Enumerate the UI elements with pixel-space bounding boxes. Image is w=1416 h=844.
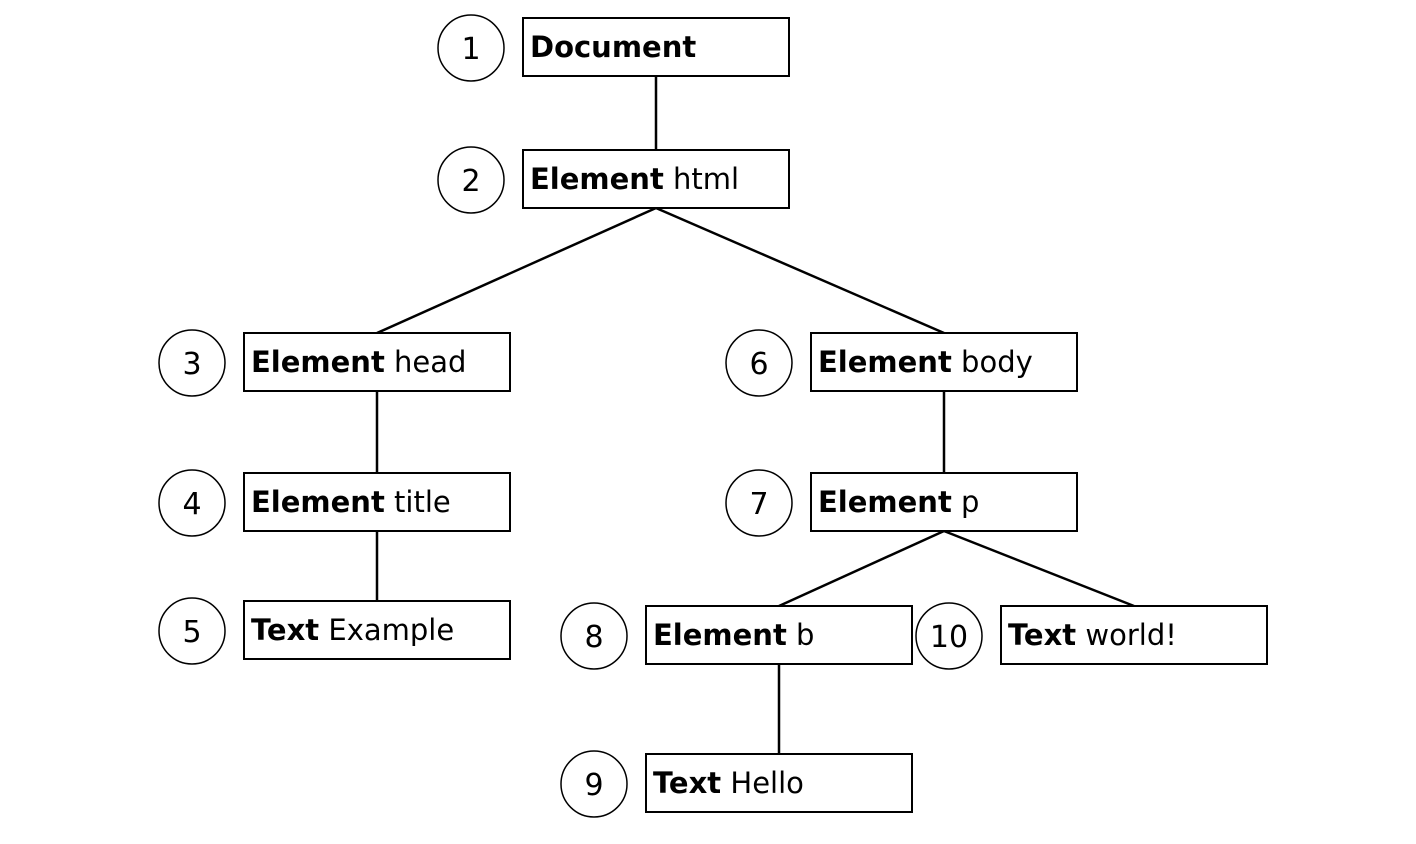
node-number: 9 bbox=[584, 768, 603, 803]
node-type: Element bbox=[251, 485, 385, 519]
node-number-badge: 3 bbox=[158, 329, 226, 397]
node-box: Element head bbox=[243, 332, 511, 392]
node-number-badge: 5 bbox=[158, 597, 226, 665]
badge-circle bbox=[725, 329, 793, 397]
badge-circle bbox=[437, 146, 505, 214]
node-number: 2 bbox=[461, 164, 480, 199]
tree-node-4: 4 Element title bbox=[158, 469, 511, 537]
node-type: Element bbox=[818, 345, 952, 379]
node-number-badge: 4 bbox=[158, 469, 226, 537]
node-number: 1 bbox=[461, 32, 480, 67]
node-number: 5 bbox=[182, 615, 201, 650]
node-number: 7 bbox=[749, 487, 768, 522]
tree-node-8: 8 Element b bbox=[560, 602, 913, 670]
node-value: world! bbox=[1076, 618, 1177, 652]
edge-2-to-3 bbox=[376, 206, 657, 335]
node-type: Element bbox=[653, 618, 787, 652]
node-value: Example bbox=[319, 613, 454, 647]
node-box-rect bbox=[522, 149, 790, 209]
node-type: Text bbox=[251, 613, 319, 647]
tree-node-1: 1 Document bbox=[437, 14, 790, 82]
tree-node-5: 5 Text Example bbox=[158, 597, 511, 665]
badge-circle bbox=[158, 597, 226, 665]
node-number-badge: 7 bbox=[725, 469, 793, 537]
node-box: Text world! bbox=[1000, 605, 1268, 665]
badge-circle bbox=[158, 469, 226, 537]
badge-circle bbox=[915, 602, 983, 670]
node-number-badge: 8 bbox=[560, 602, 628, 670]
node-number-badge: 10 bbox=[915, 602, 983, 670]
badge-circle bbox=[560, 750, 628, 818]
node-value: p bbox=[952, 485, 980, 519]
node-value: title bbox=[385, 485, 451, 519]
edge-7-to-8 bbox=[778, 529, 945, 608]
node-value: head bbox=[385, 345, 467, 379]
node-box: Element html bbox=[522, 149, 790, 209]
node-number: 6 bbox=[749, 347, 768, 382]
node-value: Hello bbox=[721, 766, 804, 800]
tree-node-3: 3 Element head bbox=[158, 329, 511, 397]
node-box-rect bbox=[810, 472, 1078, 532]
tree-node-10: 10 Text world! bbox=[915, 602, 1268, 670]
node-label: Text Hello bbox=[653, 766, 804, 800]
badge-circle bbox=[158, 329, 226, 397]
node-type: Element bbox=[818, 485, 952, 519]
node-number-badge: 6 bbox=[725, 329, 793, 397]
node-box-rect bbox=[645, 605, 913, 665]
node-box-rect bbox=[243, 472, 511, 532]
node-type: Document bbox=[530, 30, 696, 64]
badge-circle bbox=[437, 14, 505, 82]
node-label: Element body bbox=[818, 345, 1033, 379]
node-value: html bbox=[664, 162, 739, 196]
node-box-rect bbox=[810, 332, 1078, 392]
node-box-rect bbox=[243, 332, 511, 392]
node-type: Text bbox=[653, 766, 721, 800]
tree-node-9: 9 Text Hello bbox=[560, 750, 913, 818]
node-box-rect bbox=[522, 17, 790, 77]
edges-layer bbox=[375, 76, 1135, 754]
node-box: Text Hello bbox=[645, 753, 913, 813]
node-type: Element bbox=[251, 345, 385, 379]
tree-node-2: 2 Element html bbox=[437, 146, 790, 214]
node-box-rect bbox=[1000, 605, 1268, 665]
node-number-badge: 2 bbox=[437, 146, 505, 214]
node-label: Document bbox=[530, 30, 696, 64]
node-box: Element body bbox=[810, 332, 1078, 392]
node-box: Element p bbox=[810, 472, 1078, 532]
badge-circle bbox=[725, 469, 793, 537]
node-label: Element html bbox=[530, 162, 739, 196]
node-box-rect bbox=[243, 600, 511, 660]
edge-2-to-6 bbox=[655, 206, 945, 335]
node-box: Text Example bbox=[243, 600, 511, 660]
node-number: 10 bbox=[930, 620, 968, 655]
node-label: Element title bbox=[251, 485, 451, 519]
node-label: Text Example bbox=[251, 613, 454, 647]
node-label: Element head bbox=[251, 345, 466, 379]
tree-node-6: 6 Element body bbox=[725, 329, 1078, 397]
node-value: body bbox=[952, 345, 1033, 379]
node-box: Document bbox=[522, 17, 790, 77]
node-number-badge: 1 bbox=[437, 14, 505, 82]
node-number: 3 bbox=[182, 347, 201, 382]
node-number-badge: 9 bbox=[560, 750, 628, 818]
node-type: Element bbox=[530, 162, 664, 196]
node-number: 8 bbox=[584, 620, 603, 655]
node-type: Text bbox=[1008, 618, 1076, 652]
node-label: Element p bbox=[818, 485, 979, 519]
edge-7-to-10 bbox=[943, 529, 1135, 608]
node-box-rect bbox=[645, 753, 913, 813]
node-value: b bbox=[787, 618, 815, 652]
node-label: Text world! bbox=[1008, 618, 1177, 652]
node-label: Element b bbox=[653, 618, 814, 652]
node-box: Element b bbox=[645, 605, 913, 665]
tree-node-7: 7 Element p bbox=[725, 469, 1078, 537]
node-box: Element title bbox=[243, 472, 511, 532]
node-number: 4 bbox=[182, 487, 201, 522]
badge-circle bbox=[560, 602, 628, 670]
